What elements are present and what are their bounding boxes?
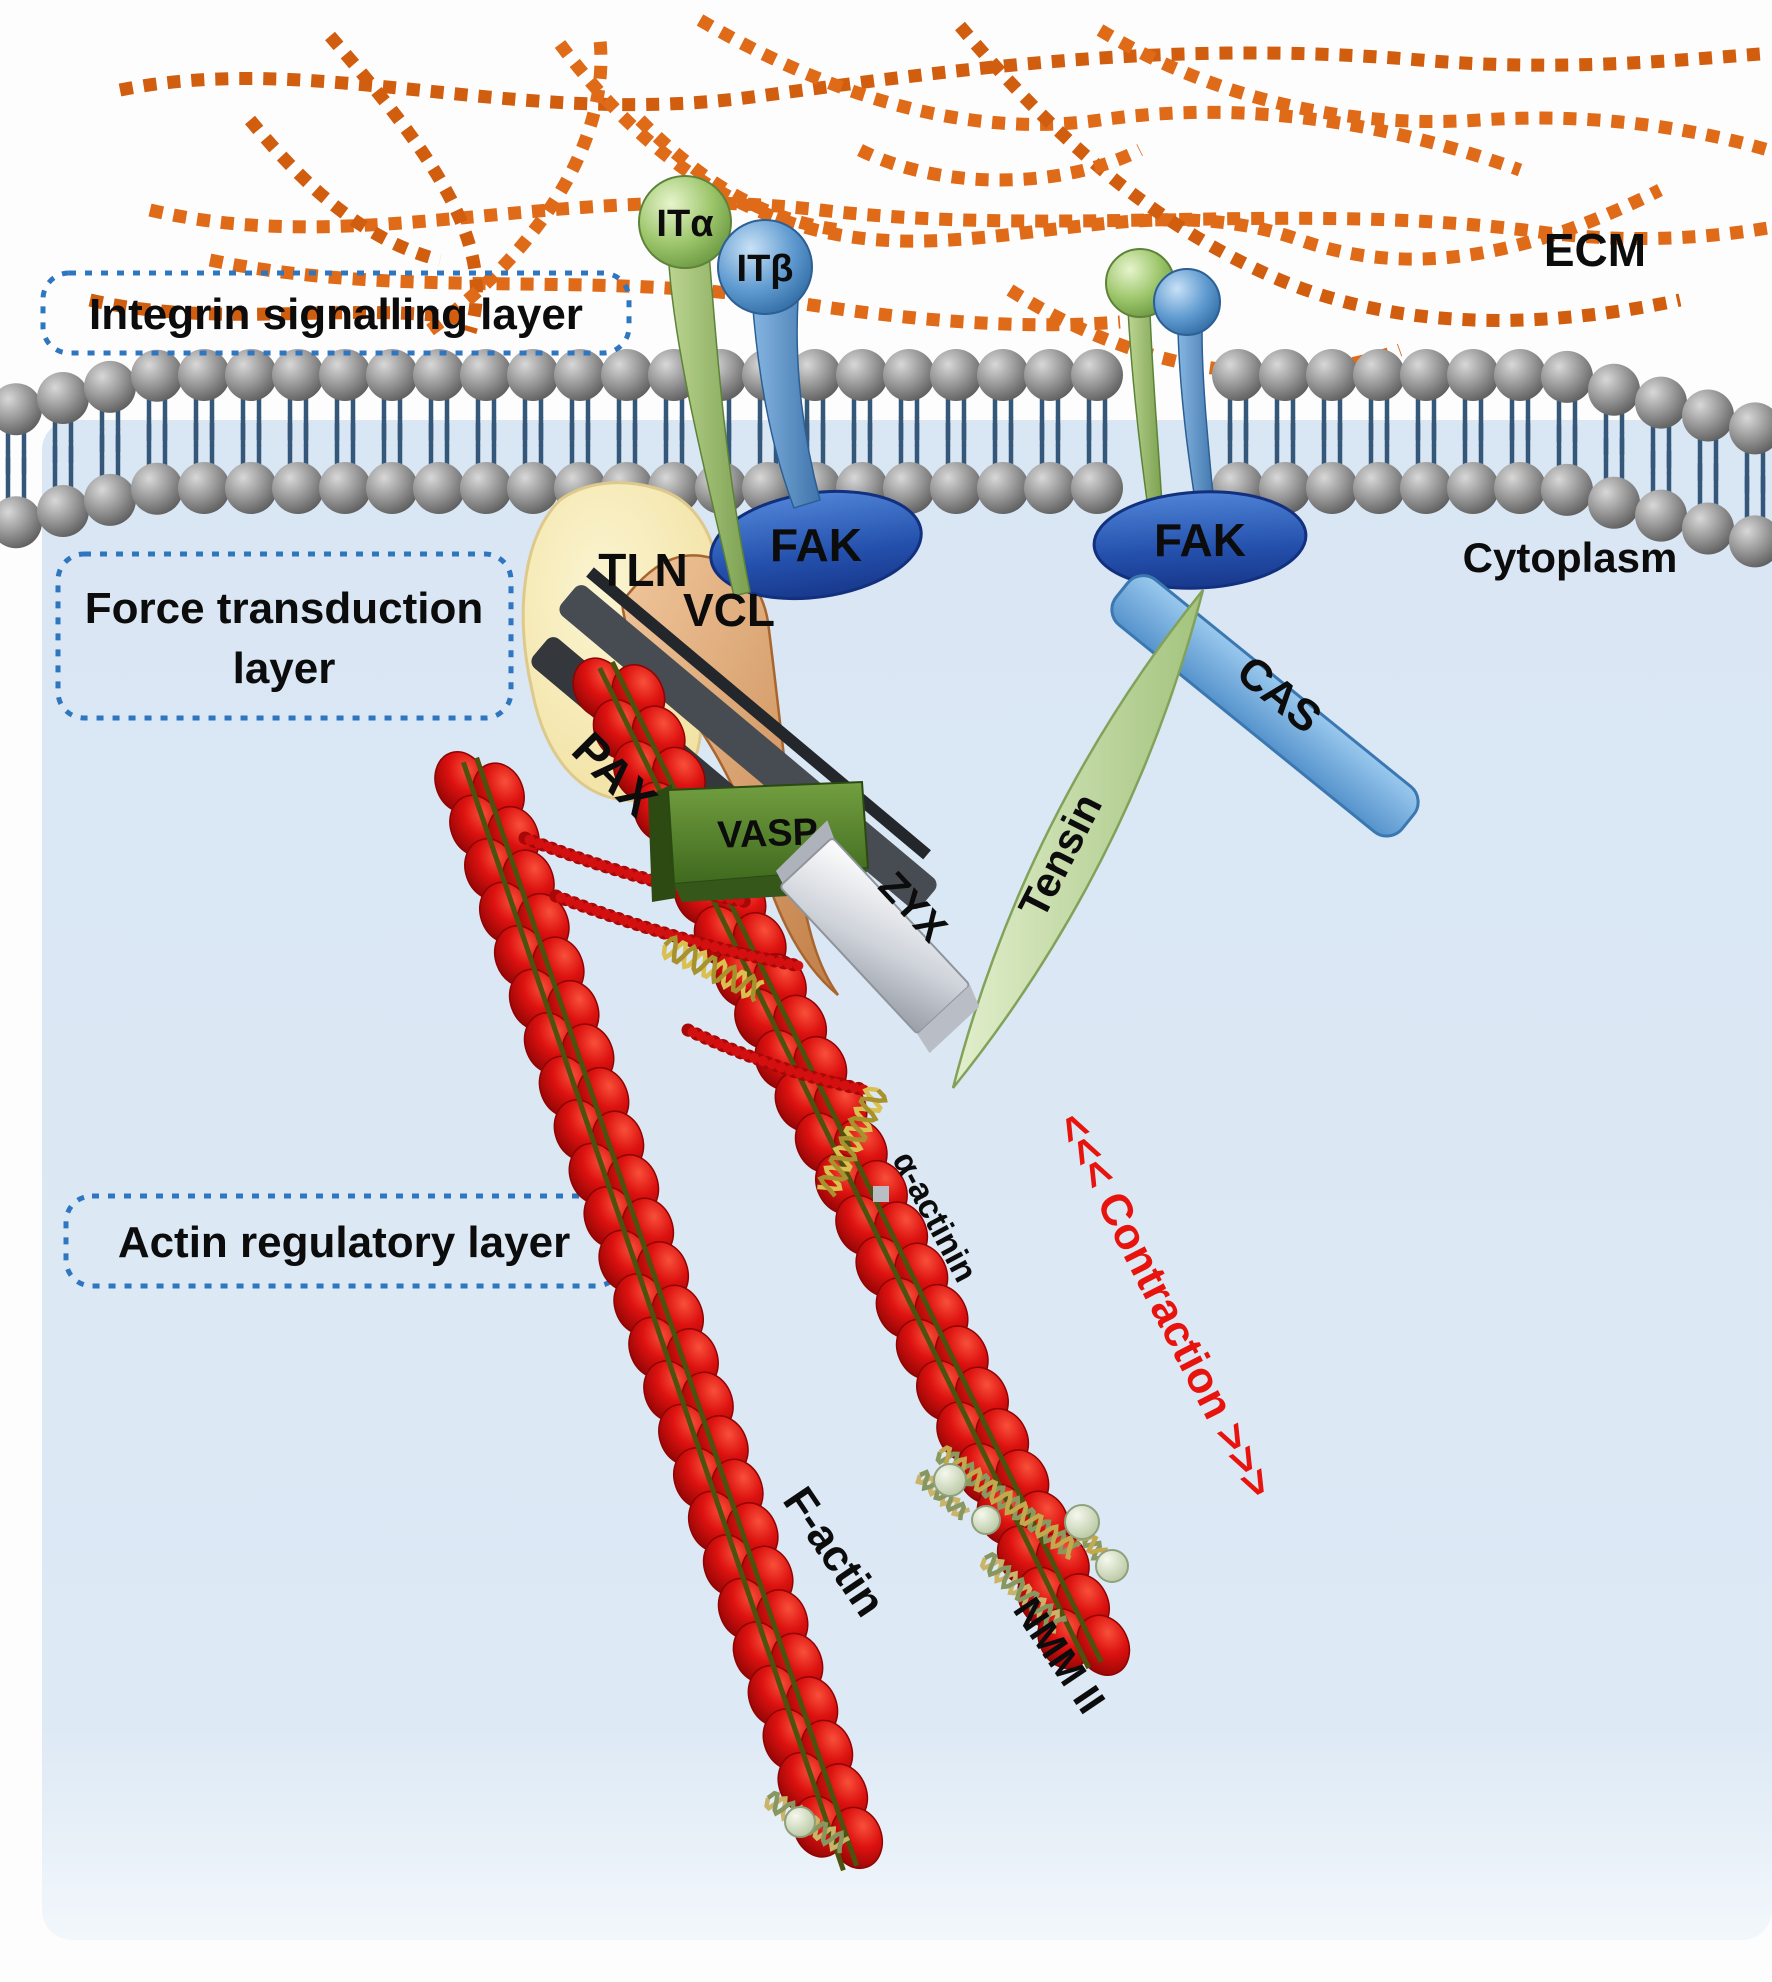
ecm-label: ECM [1544, 224, 1646, 276]
integrin-pair-left: ITα ITβ [638, 175, 821, 597]
integrin-alpha-stalk [667, 239, 751, 597]
integrin-beta2-head [1153, 268, 1221, 336]
nmm2-myosin-motors [784, 1463, 1129, 1838]
integrin-beta-head [717, 219, 813, 315]
integrin-beta-stalk [751, 295, 821, 509]
integrin-alpha-label: ITα [656, 203, 713, 245]
force-layer-label-line1: Force transduction [85, 584, 484, 633]
fak-right-label: FAK [1154, 514, 1246, 566]
tensin-protein [951, 589, 1205, 1089]
integrin-layer-label: Integrin signalling layer [89, 290, 583, 339]
force-layer-box: Force transduction layer [55, 551, 514, 721]
actin-layer-label: Actin regulatory layer [118, 1218, 570, 1267]
fak-right [1092, 490, 1308, 590]
integrin-beta-label: ITβ [737, 248, 794, 290]
actin-layer-box: Actin regulatory layer [63, 1193, 625, 1289]
force-layer-label-line2: layer [233, 644, 336, 693]
fak-left-label: FAK [770, 519, 862, 571]
cytoplasm-label: Cytoplasm [1463, 534, 1678, 581]
vinculin-label: VCL [683, 584, 775, 636]
gray-marker-square [873, 1186, 889, 1202]
talin-label: TLN [598, 544, 687, 596]
integrin-alpha-head [638, 175, 732, 269]
integrin-layer-box: Integrin signalling layer [40, 270, 632, 356]
